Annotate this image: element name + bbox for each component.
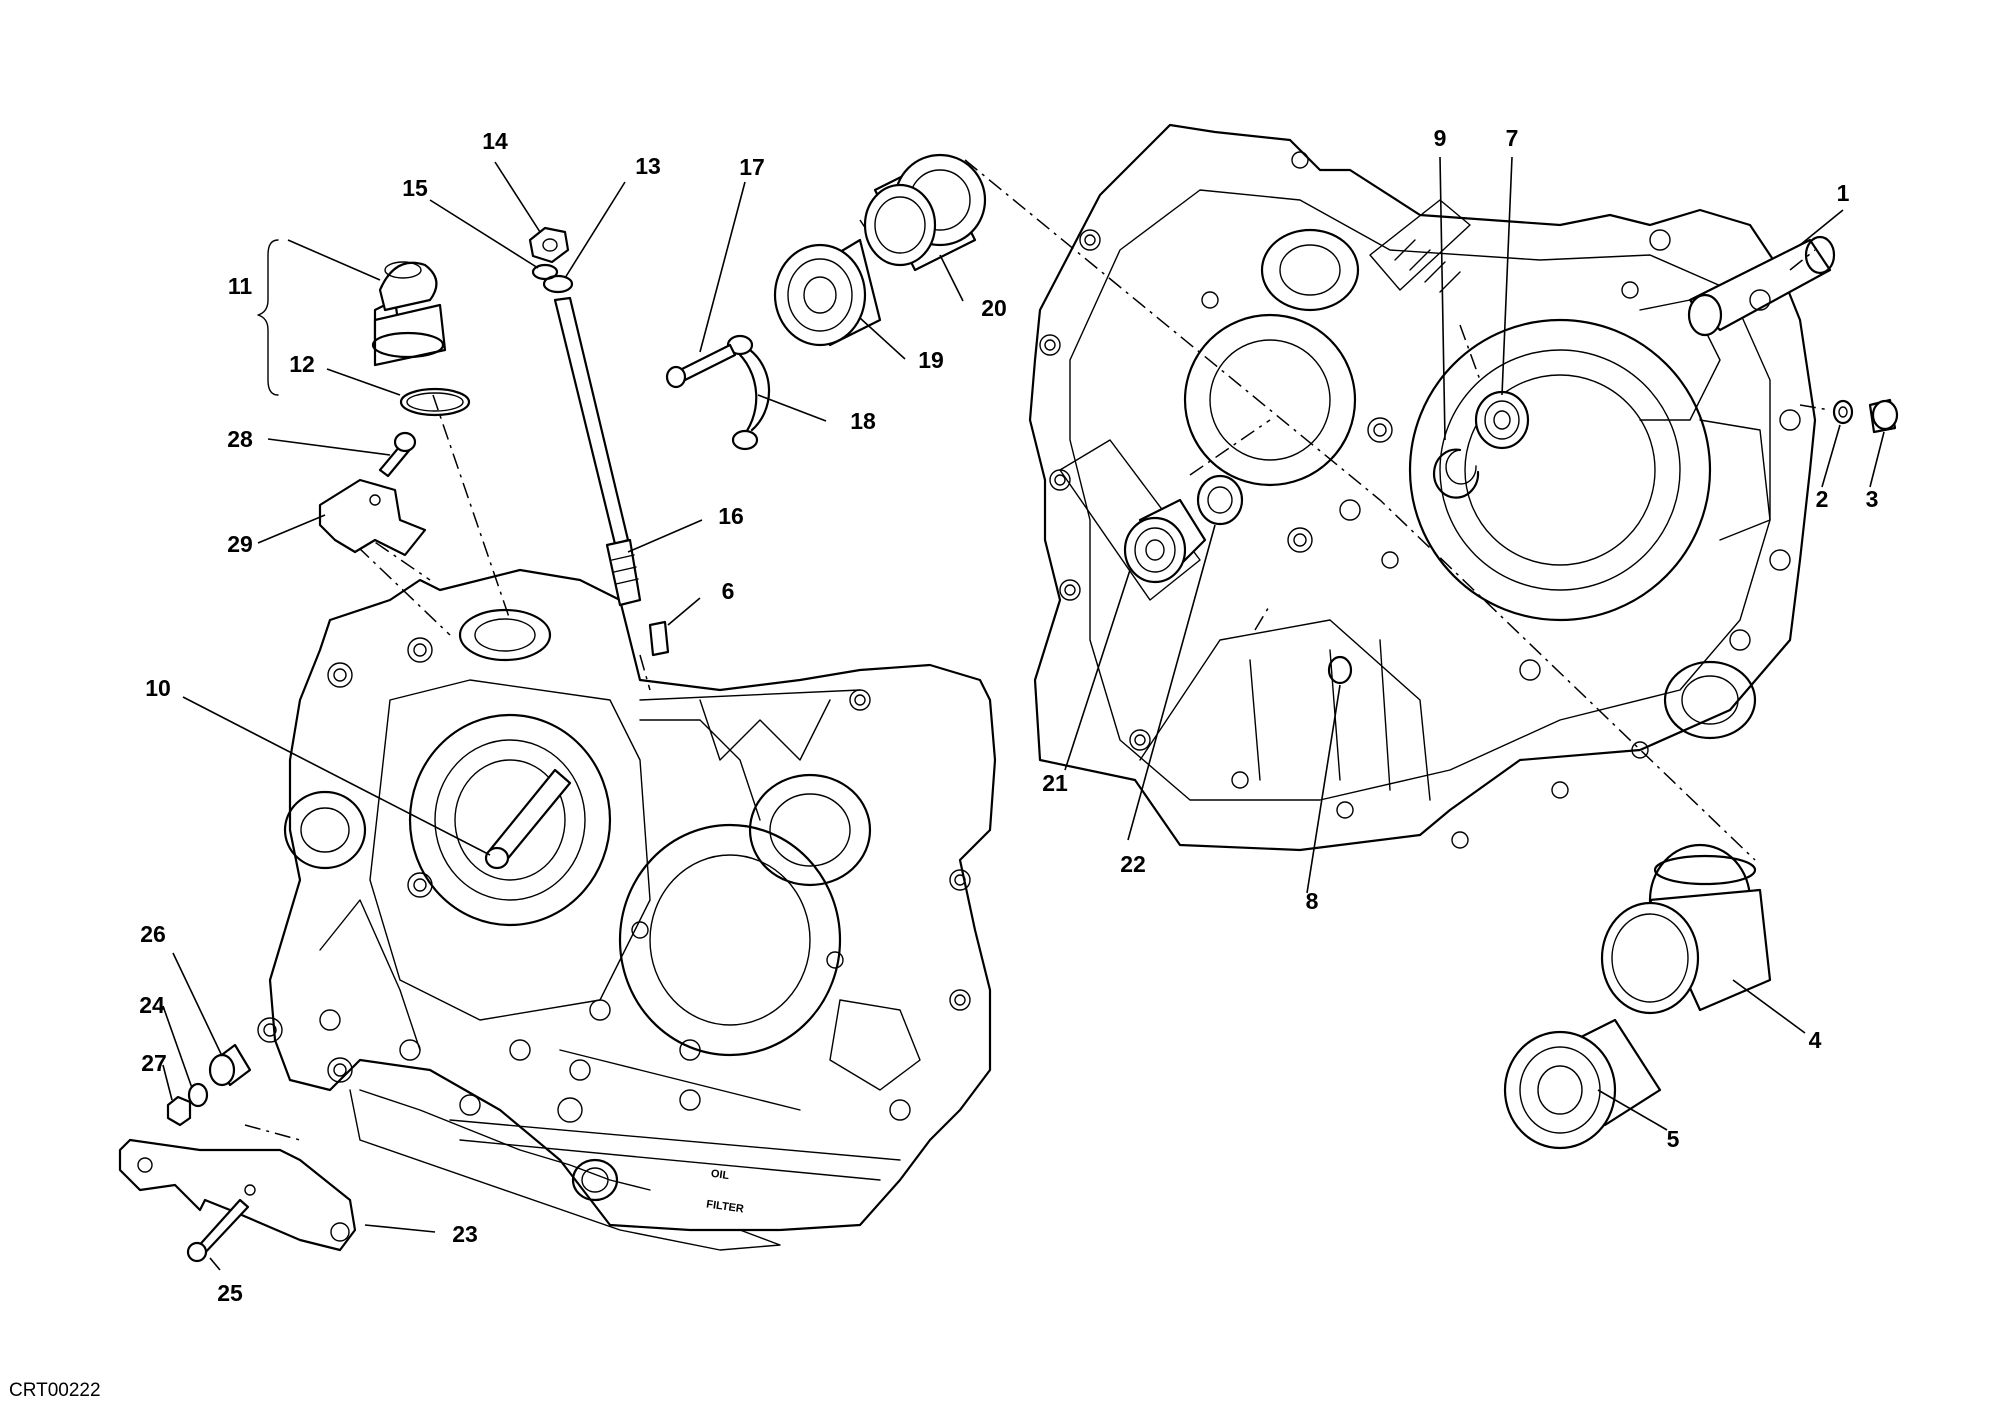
- part-13-oring: [542, 274, 574, 294]
- part-23-bracket: [118, 1138, 357, 1252]
- callout-29: 29: [227, 531, 253, 557]
- callout-14: 14: [482, 128, 508, 154]
- callout-25: 25: [217, 1280, 243, 1306]
- part-9-circlip: [1432, 448, 1480, 499]
- callout-19: 19: [918, 347, 944, 373]
- part-11-breather: [371, 261, 447, 367]
- callout-6: 6: [722, 578, 735, 604]
- left-crankcase-half: OIL FILTER: [257, 568, 997, 1251]
- callout-9: 9: [1434, 125, 1447, 151]
- callout-24: 24: [139, 992, 165, 1018]
- part-2-washer: [1832, 399, 1854, 425]
- callout-numbers: 1 2 3 4 5 6 7 8 9 10 11 12 13 14 15 16 1…: [139, 125, 1878, 1306]
- callout-16: 16: [718, 503, 744, 529]
- callout-4: 4: [1809, 1027, 1822, 1053]
- callout-27: 27: [141, 1050, 167, 1076]
- part-28-screw: [378, 431, 417, 478]
- right-crankcase-half: [1028, 123, 1836, 852]
- alignment-lines: [244, 159, 1831, 1141]
- callout-11: 11: [228, 273, 253, 299]
- callout-17: 17: [739, 154, 765, 180]
- part-15-washer: [531, 263, 559, 281]
- part-8-oring: [1327, 655, 1353, 685]
- part-6-dowel: [648, 620, 670, 657]
- part-4-liner: [1600, 843, 1772, 1015]
- part-17-screw: [665, 343, 737, 389]
- drawing-code: CRT00222: [9, 1380, 101, 1401]
- callout-21: 21: [1042, 770, 1068, 796]
- callout-26: 26: [140, 921, 166, 947]
- part-3-plug: [1868, 398, 1899, 434]
- callout-8: 8: [1306, 888, 1319, 914]
- callout-15: 15: [402, 175, 428, 201]
- part-19-bearing: [773, 238, 882, 347]
- callout-5: 5: [1667, 1126, 1680, 1152]
- callout-1: 1: [1837, 180, 1850, 206]
- callout-22: 22: [1120, 851, 1146, 877]
- part-10-bolt: [484, 768, 572, 870]
- part-16-stud: [553, 296, 642, 607]
- part-1-sleeve: [1687, 235, 1836, 337]
- group-bracket-11: [257, 239, 279, 396]
- callout-10: 10: [145, 675, 171, 701]
- part-5-roller-bearing: [1503, 1018, 1662, 1150]
- part-21-bearing: [1123, 498, 1207, 584]
- leader-lines: [162, 156, 1885, 1271]
- callout-18: 18: [850, 408, 876, 434]
- filter-marking: FILTER: [706, 1198, 745, 1215]
- part-22-seal: [1196, 474, 1244, 526]
- part-20-seal: [863, 153, 987, 272]
- callout-28: 28: [227, 426, 253, 452]
- callout-7: 7: [1506, 125, 1519, 151]
- part-25-screw: [186, 1198, 250, 1263]
- callout-12: 12: [289, 351, 315, 377]
- part-27-nut: [166, 1095, 192, 1127]
- callout-2: 2: [1816, 486, 1829, 512]
- part-12-oring: [399, 387, 471, 417]
- oil-marking: OIL: [710, 1168, 730, 1182]
- part-7-bearing: [1474, 390, 1530, 450]
- callout-3: 3: [1866, 486, 1879, 512]
- part-26-spacer: [208, 1043, 252, 1087]
- part-29-bracket: [318, 478, 427, 557]
- part-24-washer: [187, 1082, 209, 1108]
- part-14-nut: [528, 226, 570, 264]
- callout-20: 20: [981, 295, 1007, 321]
- callout-23: 23: [452, 1221, 478, 1247]
- callout-13: 13: [635, 153, 661, 179]
